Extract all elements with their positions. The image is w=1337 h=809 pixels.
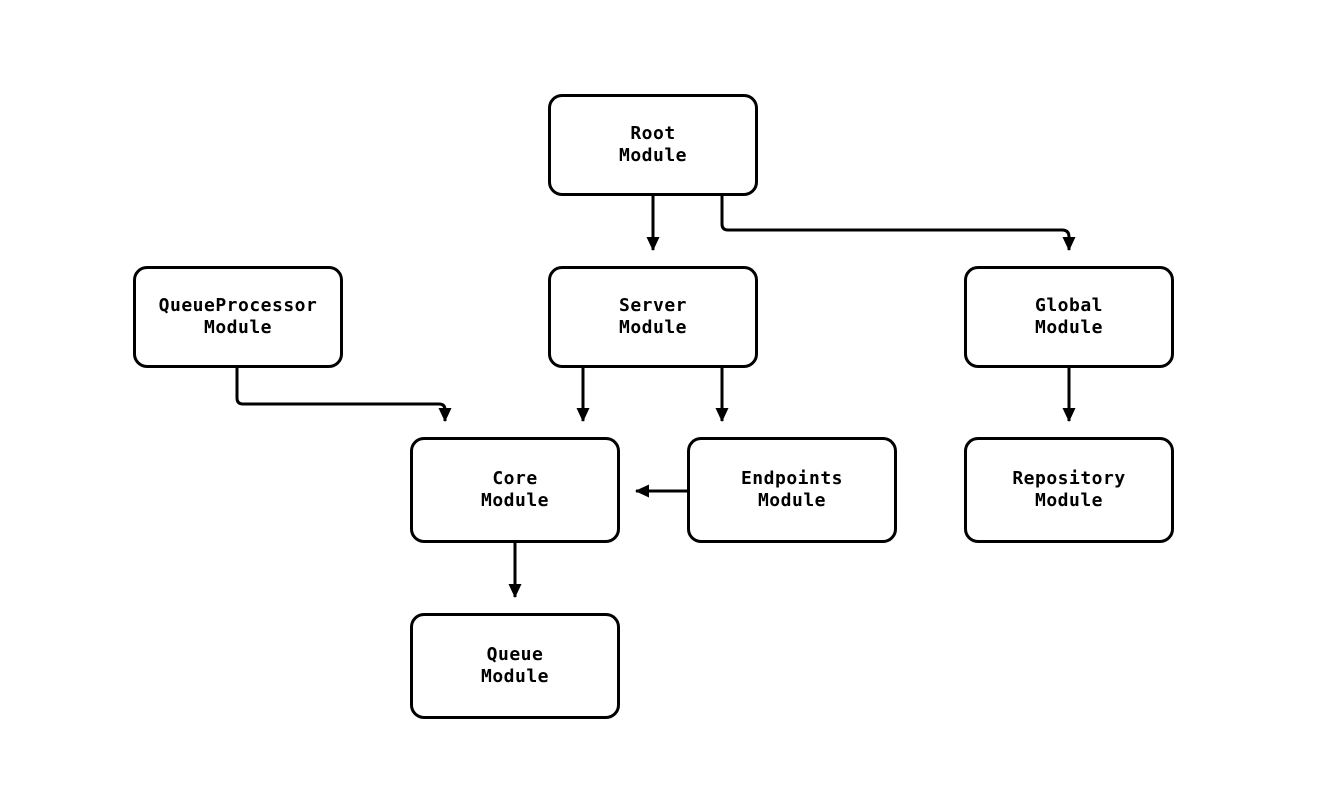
node-server-module[interactable]: Server Module xyxy=(548,266,758,368)
edge-queueprocessor-to-core xyxy=(235,368,452,422)
node-repository-module[interactable]: Repository Module xyxy=(964,437,1174,543)
node-root-module[interactable]: Root Module xyxy=(548,94,758,196)
node-global-module[interactable]: Global Module xyxy=(964,266,1174,368)
node-core-module-label: Core Module xyxy=(480,468,550,511)
node-queueprocessor-module[interactable]: QueueProcessor Module xyxy=(133,266,343,368)
node-queue-module[interactable]: Queue Module xyxy=(410,613,620,719)
edge-root-to-global xyxy=(720,196,1076,251)
node-global-module-label: Global Module xyxy=(1034,295,1104,338)
node-core-module[interactable]: Core Module xyxy=(410,437,620,543)
node-repository-module-label: Repository Module xyxy=(1012,468,1126,511)
node-queue-module-label: Queue Module xyxy=(480,644,550,687)
node-queueprocessor-module-label: QueueProcessor Module xyxy=(158,295,318,338)
node-server-module-label: Server Module xyxy=(618,295,688,338)
node-root-module-label: Root Module xyxy=(618,123,688,166)
node-endpoints-module-label: Endpoints Module xyxy=(740,468,844,511)
node-endpoints-module[interactable]: Endpoints Module xyxy=(687,437,897,543)
